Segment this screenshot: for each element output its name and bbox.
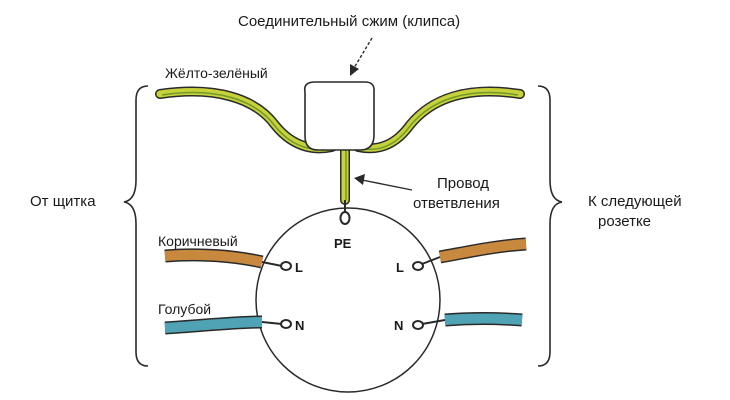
left-brace [123,85,149,367]
brown-wire-left [164,248,292,271]
blue-wire-right [412,312,523,330]
socket-circle [255,207,441,393]
terminal-n-left: N [295,318,304,333]
blue-wire-left [164,315,292,335]
branch-label-line2: ответвления [413,195,500,212]
branch-label-line1: Провод [437,175,489,192]
connector-label: Соединительный сжим (клипса) [238,13,460,30]
yellow-green-label: Жёлто-зелёный [165,65,268,81]
connector-clip [303,81,375,151]
terminal-l-left: L [295,260,303,275]
connector-arrow [350,37,373,76]
right-brace [537,85,563,367]
next-socket-label-line1: К следующей [588,193,682,210]
terminal-pe: PE [334,236,352,251]
branch-arrow [354,174,413,191]
brown-label: Коричневый [158,233,238,249]
next-socket-label-line2: розетке [598,213,651,230]
terminal-n-right: N [394,318,403,333]
from-panel-label: От щитка [30,193,96,210]
terminal-l-right: L [396,260,404,275]
blue-label: Голубой [158,301,211,317]
brown-wire-right [412,237,527,271]
